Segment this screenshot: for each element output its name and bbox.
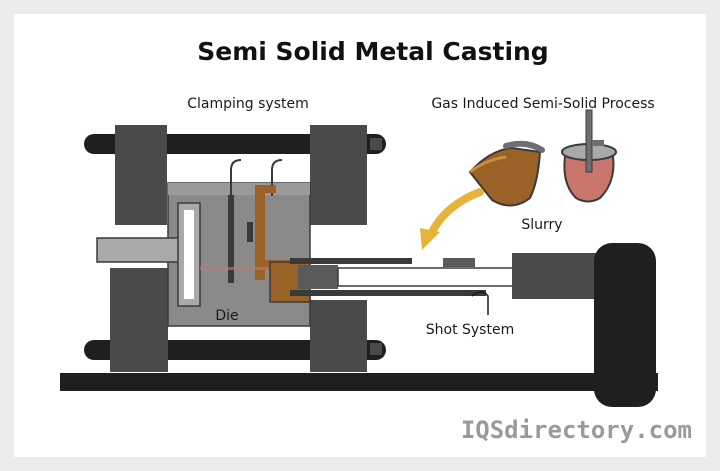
iqs-directory-logo: IQSdirectory.com [461,416,692,444]
stationary-platen-upper [310,125,367,225]
shot-cylinder [594,243,656,407]
die-top-edge [168,183,310,195]
clamp-platen-lower-left [110,268,168,372]
shot-sleeve-bottom-wall [290,290,486,296]
machine-base-bar [60,373,658,391]
stationary-platen-lower [310,300,367,372]
label-slurry: Slurry [521,217,562,233]
plunger-rod [337,267,519,287]
die-pin-left-leader [230,159,242,196]
pour-arrow-head [420,228,440,250]
pour-opening-cover [443,258,475,267]
label-clamping-system: Clamping system [187,96,308,112]
tie-bar-nut-top [370,138,382,150]
diagram-title: Semi Solid Metal Casting [197,37,548,66]
shot-sleeve-top-wall [290,258,412,264]
shot-system-leader [471,291,489,315]
die-cavity-metal-vertical [255,185,265,280]
pour-arrow-stem [428,188,484,236]
shot-cylinder-rod [512,253,600,299]
die-pin-right-leader [271,159,283,196]
ejector-plate-slot [184,210,194,299]
gas-crucible [561,109,617,203]
clamp-platen-upper-left [115,125,167,225]
label-shot-system: Shot System [426,322,514,338]
plunger-tip [298,265,338,289]
label-gas-induced-process: Gas Induced Semi-Solid Process [431,96,654,112]
label-die: Die [215,308,238,324]
ejector-line [200,267,270,270]
tie-bar-nut-bottom [370,343,382,355]
pouring-ladle [468,140,545,207]
die-core-mark [247,222,253,242]
die-cavity-metal-top [262,185,276,193]
die-pin-left [228,195,234,283]
